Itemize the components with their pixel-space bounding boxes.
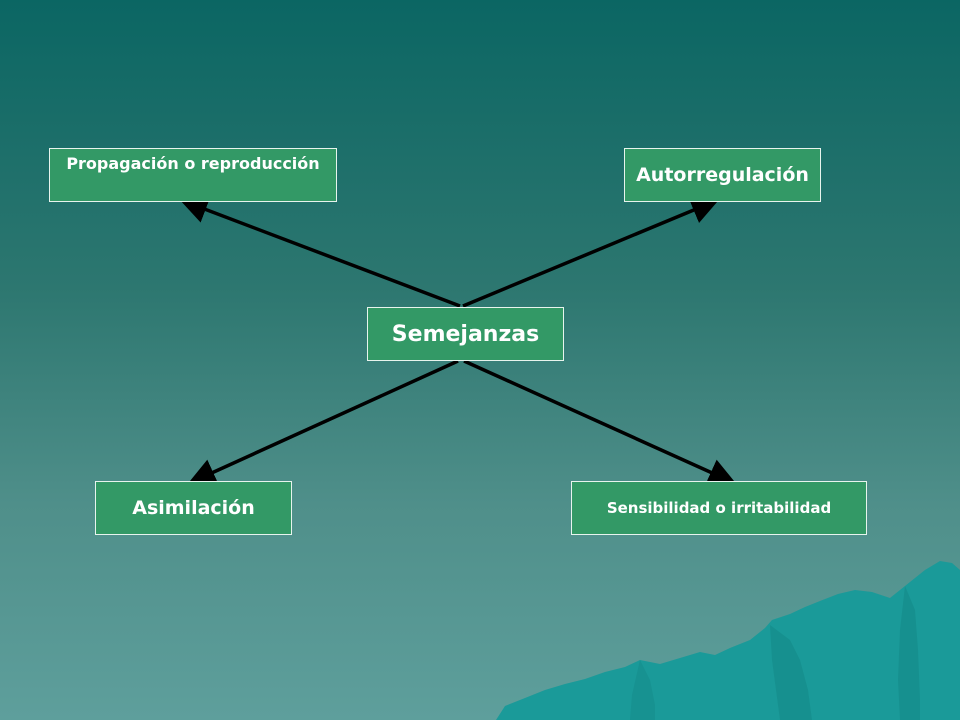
arrow-to-asimilacion (187, 359, 459, 486)
node-propagacion-o-reproduccion: Propagación o reproducción (49, 148, 337, 202)
arrow-to-propagacion (179, 196, 461, 308)
node-label: Sensibilidad o irritabilidad (606, 499, 832, 517)
node-autorregulacion: Autorregulación (624, 148, 821, 202)
node-label: Propagación o reproducción (66, 154, 320, 173)
node-label: Asimilación (132, 497, 255, 519)
node-label: Autorregulación (636, 164, 809, 186)
center-label: Semejanzas (391, 321, 540, 347)
arrow-to-autorregulacion (462, 197, 720, 308)
node-sensibilidad-o-irritabilidad: Sensibilidad o irritabilidad (571, 481, 867, 535)
arrow-to-sensibilidad (463, 359, 737, 486)
node-asimilacion: Asimilación (95, 481, 292, 535)
node-semejanzas: Semejanzas (367, 307, 564, 361)
